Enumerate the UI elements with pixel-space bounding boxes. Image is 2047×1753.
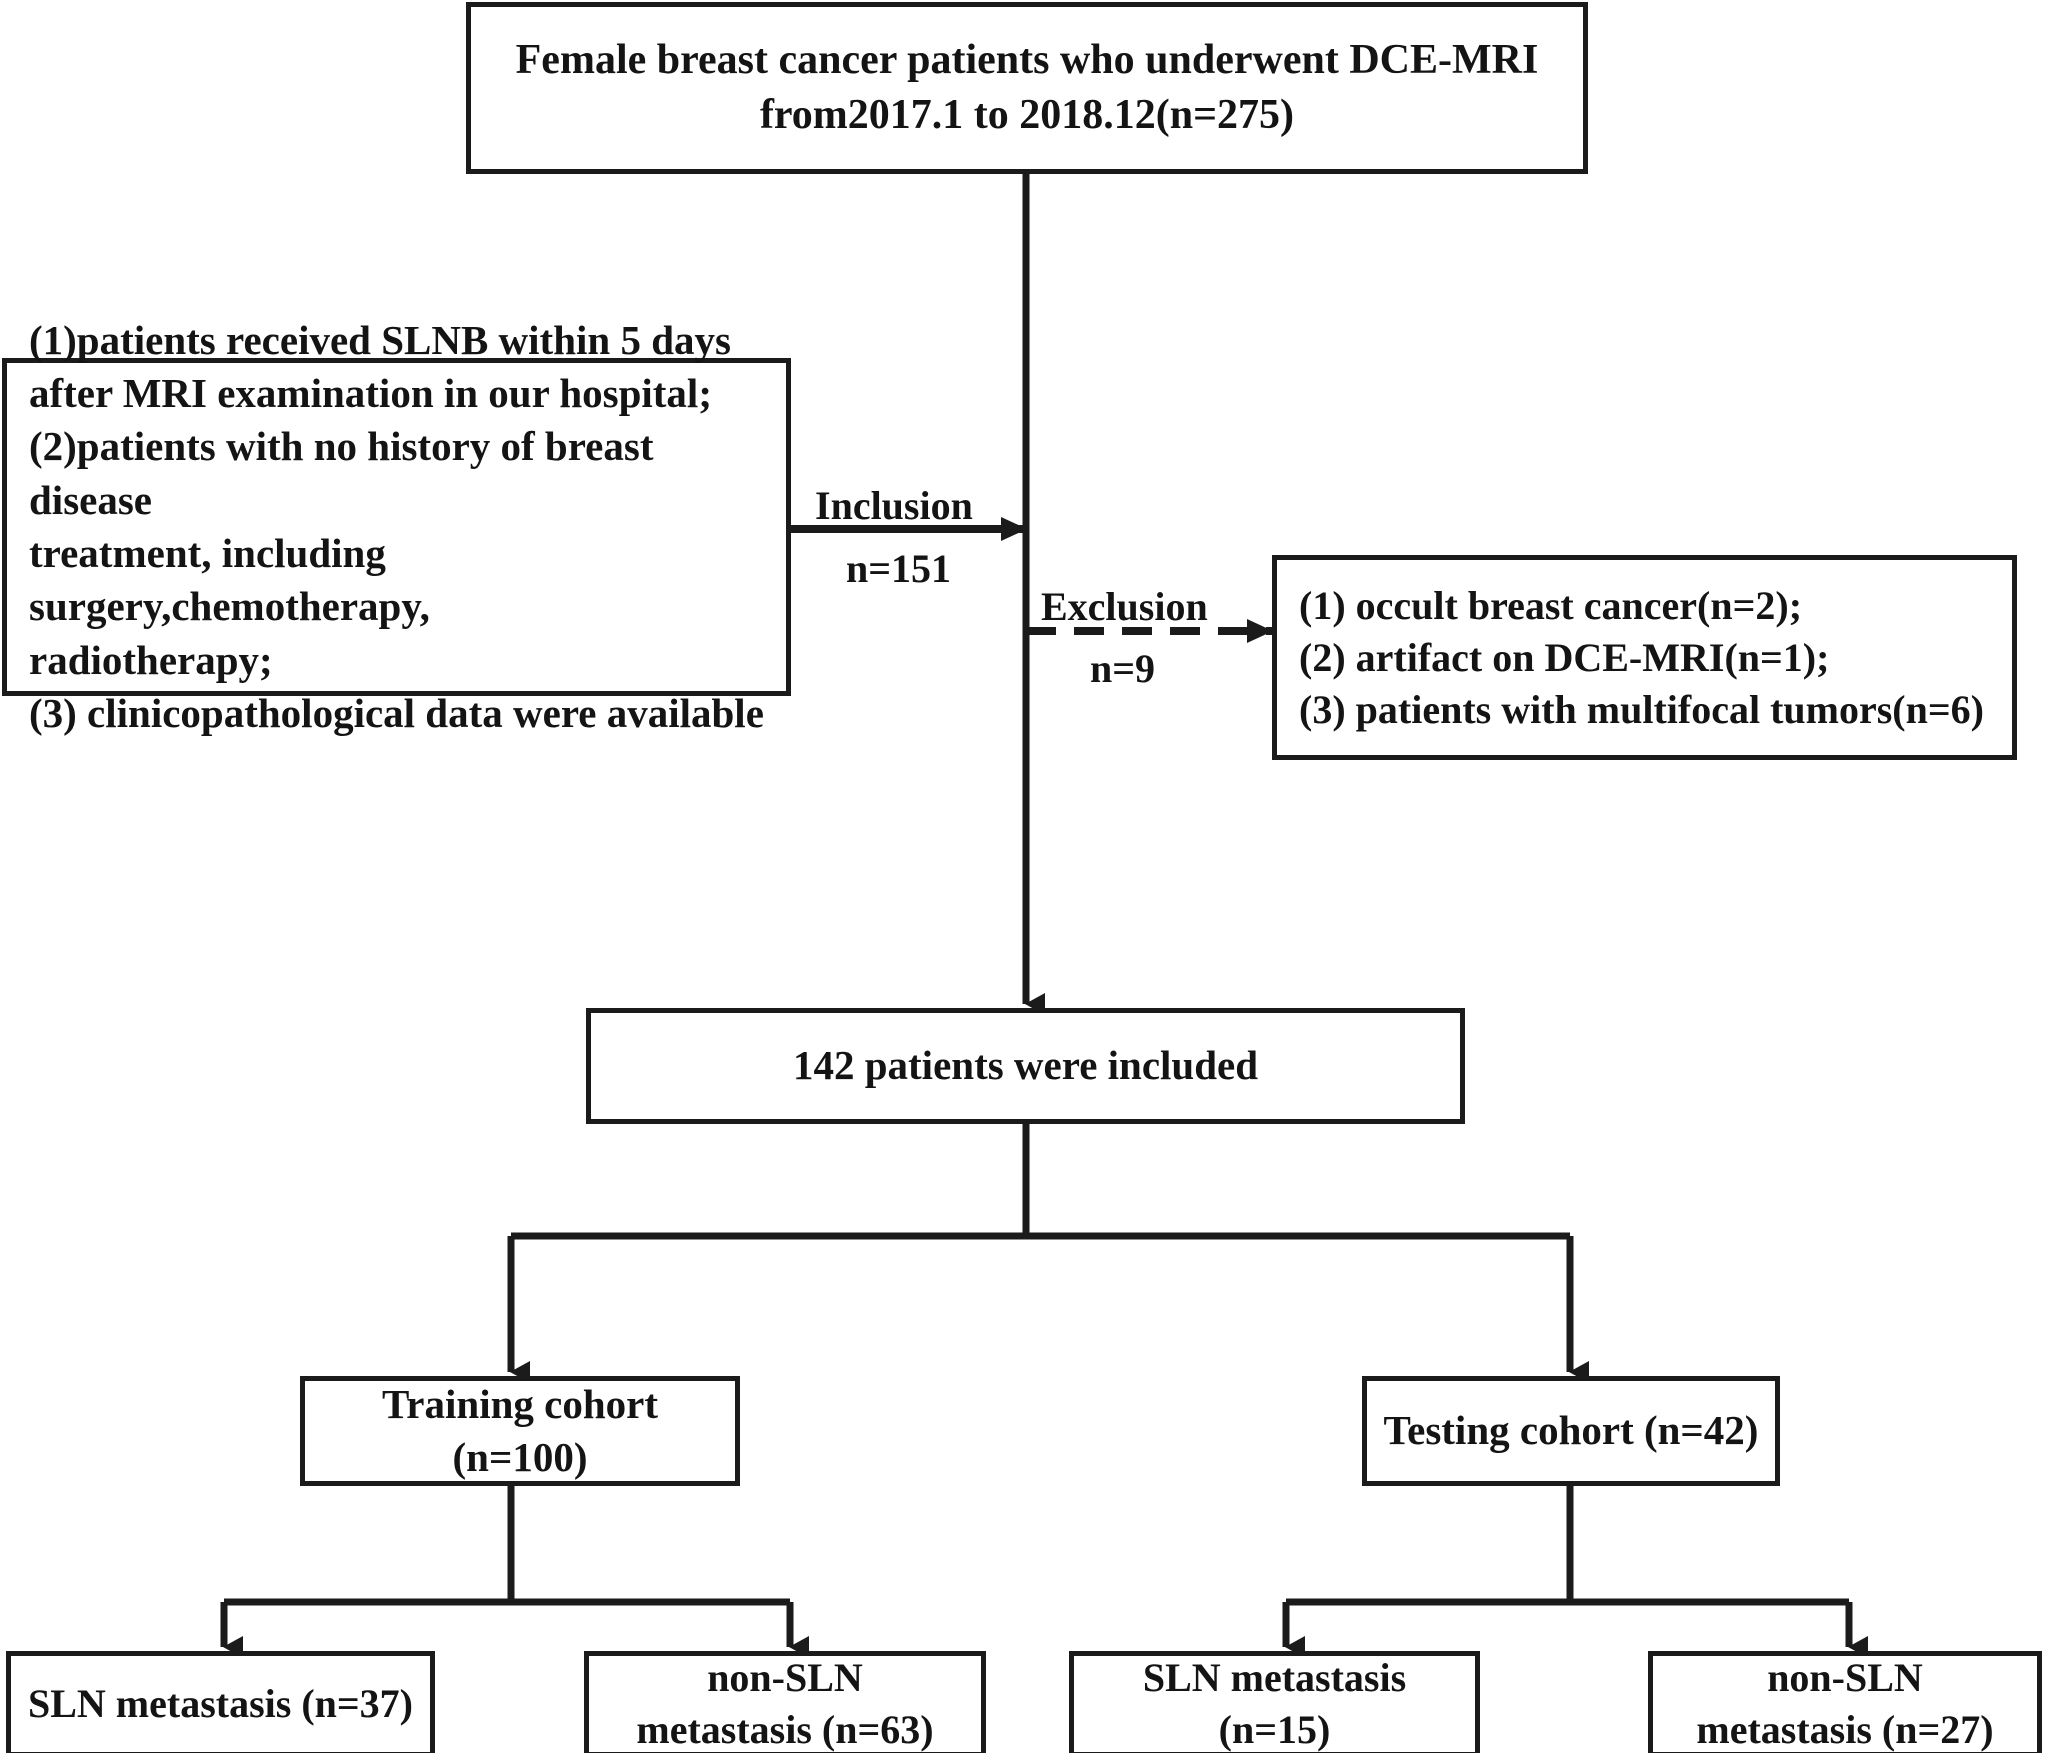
training-cohort-label: Training cohort (n=100) bbox=[382, 1380, 658, 1480]
node-included-patients: 142 patients were included bbox=[586, 1008, 1465, 1124]
edge-label-inclusion-count: n=151 bbox=[846, 546, 952, 591]
inclusion-line-2: after MRI examination in our hospital; bbox=[29, 370, 712, 417]
training-sln-positive-line-1: SLN metastasis (n=37) bbox=[27, 1681, 414, 1726]
training-sln-negative-line-2: metastasis (n=63) bbox=[636, 1707, 934, 1752]
included-label: 142 patients were included bbox=[792, 1042, 1259, 1089]
node-testing-non-sln-metastasis: non-SLN metastasis (n=27) bbox=[1648, 1651, 2042, 1753]
node-exclusion-criteria: (1) occult breast cancer(n=2); (2) artif… bbox=[1272, 555, 2017, 760]
testing-sln-negative-line-1: non-SLN bbox=[1767, 1655, 1923, 1700]
node-training-cohort: Training cohort (n=100) bbox=[300, 1376, 740, 1486]
inclusion-line-1: (1)patients received SLNB within 5 days bbox=[29, 316, 731, 363]
node-training-sln-metastasis: SLN metastasis (n=37) bbox=[6, 1651, 435, 1753]
node-source-line-1: Female breast cancer patients who underw… bbox=[515, 37, 1539, 84]
testing-cohort-label: Testing cohort (n=42) bbox=[1383, 1407, 1759, 1454]
node-testing-cohort: Testing cohort (n=42) bbox=[1362, 1376, 1780, 1486]
inclusion-line-3: (2)patients with no history of breast di… bbox=[29, 423, 654, 523]
node-testing-sln-metastasis: SLN metastasis (n=15) bbox=[1069, 1651, 1480, 1753]
edge-label-exclusion: Exclusion bbox=[1041, 584, 1208, 629]
node-source-line-2: from2017.1 to 2018.12(n=275) bbox=[759, 92, 1295, 138]
exclusion-line-3: (3) patients with multifocal tumors(n=6) bbox=[1299, 686, 1984, 732]
inclusion-line-5: radiotherapy; bbox=[29, 636, 273, 683]
exclusion-line-1: (1) occult breast cancer(n=2); bbox=[1299, 582, 1803, 628]
exclusion-line-2: (2) artifact on DCE-MRI(n=1); bbox=[1299, 634, 1830, 680]
node-source-population: Female breast cancer patients who underw… bbox=[466, 2, 1588, 174]
node-training-non-sln-metastasis: non-SLN metastasis (n=63) bbox=[584, 1651, 986, 1753]
testing-sln-negative-line-2: metastasis (n=27) bbox=[1696, 1707, 1994, 1752]
node-inclusion-criteria: (1)patients received SLNB within 5 days … bbox=[2, 317, 791, 736]
edge-label-inclusion: Inclusion bbox=[815, 483, 973, 528]
training-sln-negative-line-1: non-SLN bbox=[707, 1655, 863, 1700]
testing-sln-positive-line-1: SLN metastasis (n=15) bbox=[1142, 1655, 1407, 1752]
edge-label-exclusion-count: n=9 bbox=[1090, 646, 1156, 691]
inclusion-line-4: treatment, including surgery,chemotherap… bbox=[29, 530, 430, 630]
inclusion-line-6: (3) clinicopathological data were availa… bbox=[29, 689, 764, 736]
